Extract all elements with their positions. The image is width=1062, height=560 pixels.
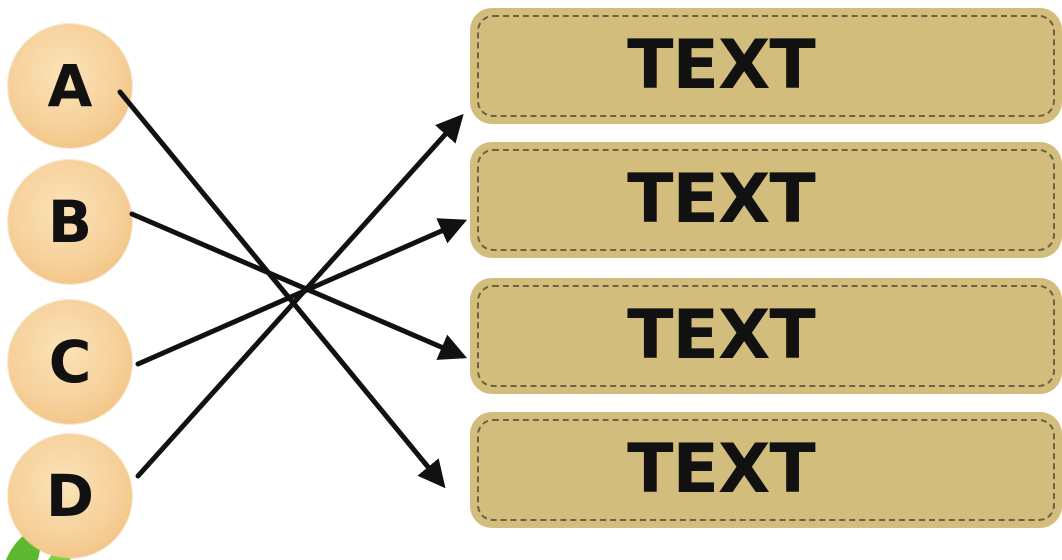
answer-box-2[interactable]: TEXT [470,142,1062,258]
circle-c[interactable]: C [8,300,132,424]
answer-box-3-label: TEXT [627,296,816,375]
circle-label-a: A [47,52,93,120]
circle-d[interactable]: D [8,434,132,558]
circle-label-c: C [48,328,92,396]
answer-box-1[interactable]: TEXT [470,8,1062,124]
answer-box-4-label: TEXT [627,430,816,509]
answer-box-1-label: TEXT [627,26,816,105]
answer-box-3[interactable]: TEXT [470,278,1062,394]
circle-a[interactable]: A [8,24,132,148]
circle-label-d: D [45,462,95,530]
circle-b[interactable]: B [8,160,132,284]
circle-label-b: B [47,188,93,256]
answer-box-4[interactable]: TEXT [470,412,1062,528]
answer-box-2-label: TEXT [627,160,816,239]
